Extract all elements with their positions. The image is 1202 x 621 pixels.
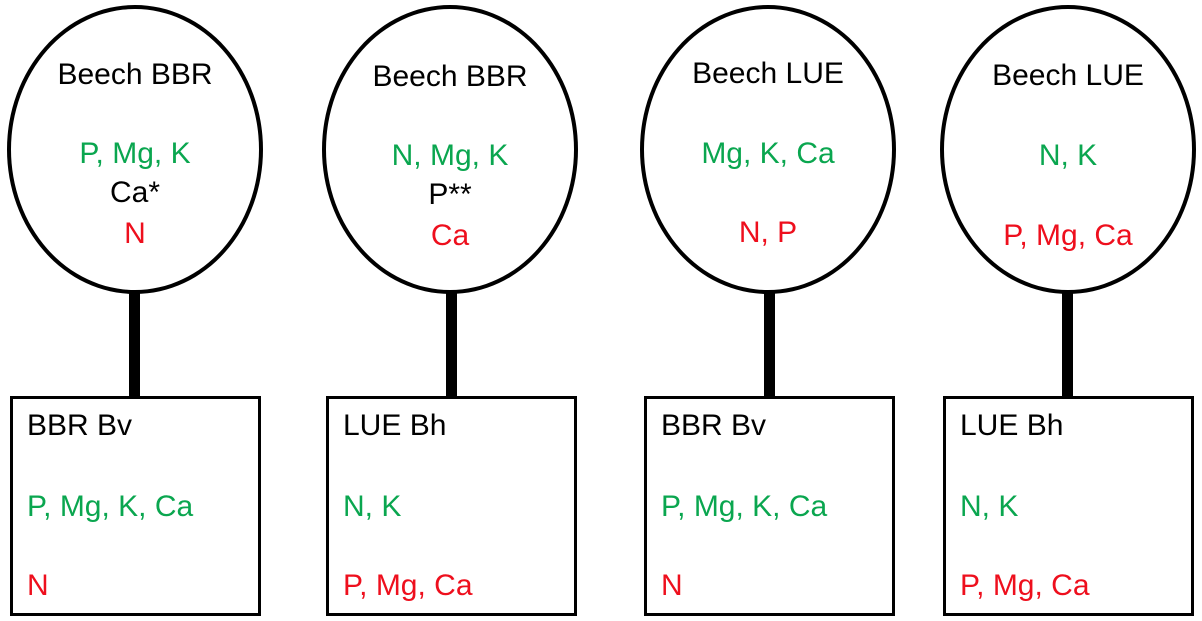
tree-positive-elements: Mg, K, Ca (701, 137, 835, 170)
soil-positive-elements: P, Mg, K, Ca (661, 490, 828, 523)
diagram-panel-2: Beech BBR N, Mg, K P** Ca LUE Bh N, K P,… (316, 0, 616, 621)
soil-negative-elements: P, Mg, Ca (343, 569, 473, 602)
diagram-panel-3: Beech LUE Mg, K, Ca N, P BBR Bv P, Mg, K… (633, 0, 933, 621)
tree-positive-elements: P, Mg, K (79, 137, 191, 170)
tree-title: Beech BBR (57, 58, 213, 91)
soil-title: LUE Bh (960, 409, 1064, 442)
soil-title: BBR Bv (27, 409, 133, 442)
diagram-panel-4: Beech LUE N, K P, Mg, Ca LUE Bh N, K P, … (936, 0, 1202, 621)
soil-box: LUE Bh N, K P, Mg, Ca (943, 396, 1194, 616)
connector-stem (446, 292, 457, 398)
tree-neutral-elements: P** (428, 178, 472, 211)
connector-stem (764, 292, 775, 398)
soil-negative-elements: N (661, 569, 683, 602)
tree-negative-elements: P, Mg, Ca (1003, 219, 1133, 252)
tree-negative-elements: N, P (738, 216, 798, 249)
tree-title: Beech LUE (992, 59, 1144, 92)
soil-negative-elements: P, Mg, Ca (960, 569, 1090, 602)
connector-stem (129, 292, 140, 398)
tree-positive-elements: N, K (1038, 139, 1098, 172)
soil-box: BBR Bv P, Mg, K, Ca N (644, 396, 895, 616)
soil-box: BBR Bv P, Mg, K, Ca N (10, 396, 261, 616)
connector-stem (1062, 292, 1073, 398)
diagram-panel-1: Beech BBR P, Mg, K Ca* N BBR Bv P, Mg, K… (0, 0, 300, 621)
tree-ellipse (7, 5, 263, 294)
soil-positive-elements: N, K (960, 490, 1019, 523)
soil-positive-elements: N, K (343, 490, 402, 523)
tree-ellipse (940, 5, 1196, 294)
tree-title: Beech LUE (692, 57, 844, 90)
soil-title: BBR Bv (661, 409, 767, 442)
tree-positive-elements: N, Mg, K (391, 139, 509, 172)
soil-negative-elements: N (27, 569, 49, 602)
soil-title: LUE Bh (343, 409, 447, 442)
soil-positive-elements: P, Mg, K, Ca (27, 490, 194, 523)
soil-box: LUE Bh N, K P, Mg, Ca (326, 396, 577, 616)
tree-ellipse (322, 5, 578, 294)
tree-neutral-elements: Ca* (109, 176, 161, 209)
tree-negative-elements: Ca (430, 219, 470, 252)
tree-negative-elements: N (124, 217, 146, 250)
tree-title: Beech BBR (372, 60, 528, 93)
